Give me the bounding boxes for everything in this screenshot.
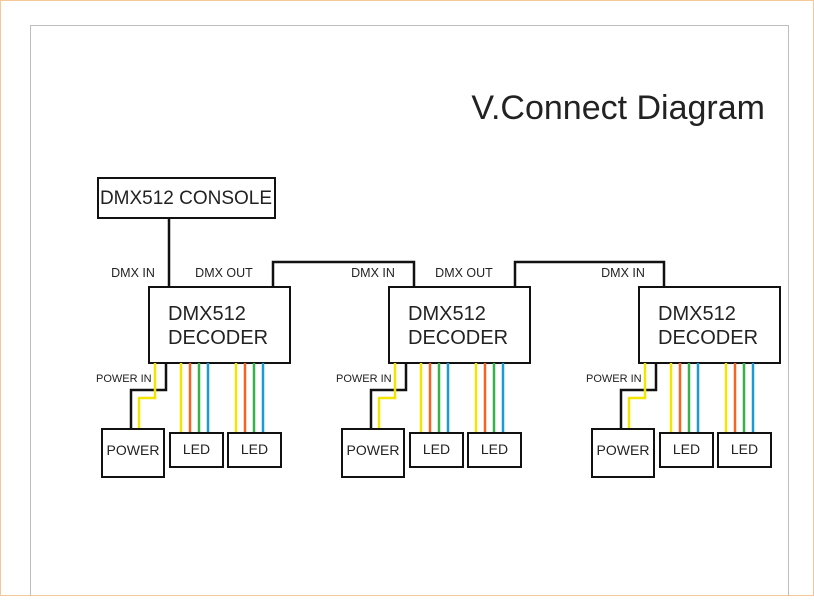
power-wire-black-1 (129, 363, 168, 429)
led-label-1-2: LED (423, 441, 450, 457)
power-wire-black-3 (619, 363, 658, 429)
power-in-label-2: POWER IN (336, 373, 392, 385)
decoder-title-line1-1: DMX512 (168, 303, 246, 325)
power-box-1 (101, 428, 165, 478)
console-box (97, 177, 276, 219)
power-label-2: POWER (347, 442, 400, 458)
decoder-title-line2-3: DECODER (658, 327, 758, 349)
led-label-1-1: LED (183, 441, 210, 457)
dmx-in-label-1: DMX IN (111, 266, 155, 280)
decoder-1-to-decoder-2-line (271, 260, 416, 287)
led-box-2-2 (467, 432, 522, 468)
decoder-box-2 (388, 286, 531, 364)
led-box-2-3 (717, 432, 772, 468)
led-label-1-3: LED (673, 441, 700, 457)
power-label-1: POWER (107, 442, 160, 458)
decoder-title-line1-2: DMX512 (408, 303, 486, 325)
decoder-2-to-decoder-3-line (513, 260, 666, 287)
power-box-3 (591, 428, 655, 478)
led-label-2-1: LED (241, 441, 268, 457)
dmx-in-label-3: DMX IN (601, 266, 645, 280)
power-in-label-1: POWER IN (96, 373, 152, 385)
led-label-2-3: LED (731, 441, 758, 457)
decoder-title-line1-3: DMX512 (658, 303, 736, 325)
led-box-1-2 (409, 432, 464, 468)
power-wire-yellow-2 (377, 363, 397, 429)
decoder-box-3 (638, 286, 781, 364)
led-box-1-3 (659, 432, 714, 468)
decoder-box-1 (148, 286, 291, 364)
console-label: DMX512 CONSOLE (100, 188, 272, 209)
diagram-title: V.Connect Diagram (471, 89, 765, 127)
led-label-2-2: LED (481, 441, 508, 457)
power-label-3: POWER (597, 442, 650, 458)
power-wire-yellow-1 (137, 363, 157, 429)
power-in-label-3: POWER IN (586, 373, 642, 385)
dmx-out-label-2: DMX OUT (435, 266, 493, 280)
inner-frame (30, 25, 789, 601)
led-box-1-1 (169, 432, 224, 468)
decoder-title-line2-1: DECODER (168, 327, 268, 349)
led-box-2-1 (227, 432, 282, 468)
power-wire-yellow-3 (627, 363, 647, 429)
dmx-out-label-1: DMX OUT (195, 266, 253, 280)
power-box-2 (341, 428, 405, 478)
decoder-title-line2-2: DECODER (408, 327, 508, 349)
power-wire-black-2 (369, 363, 408, 429)
dmx-in-label-2: DMX IN (351, 266, 395, 280)
